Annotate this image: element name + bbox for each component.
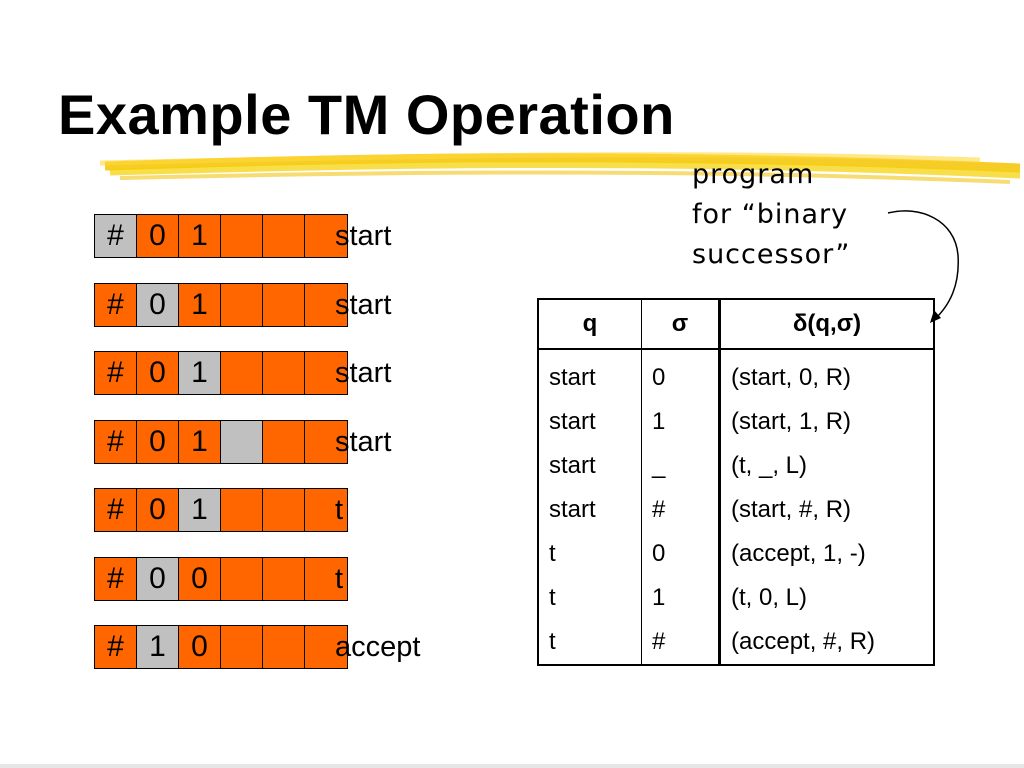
tape-cell [221, 215, 263, 257]
tape-cell [221, 352, 263, 394]
table-header-row: q σ δ(q,σ) [538, 299, 934, 350]
tape-head-cell: # [95, 215, 137, 257]
tape-cell [263, 626, 305, 668]
tape-cell: # [95, 352, 137, 394]
tape-cell [221, 626, 263, 668]
tape-cell: # [95, 420, 137, 463]
tape-cell: # [95, 557, 137, 600]
tape-cell: 0 [179, 557, 221, 600]
table-row: start# (start, #, R) [538, 488, 934, 532]
tape-cell: 1 [179, 283, 221, 326]
table-row: start_ (t, _, L) [538, 444, 934, 488]
table-row: t# (accept, #, R) [538, 620, 934, 665]
caption-line: for “binary [692, 199, 849, 230]
cell-symbol: 1 [641, 576, 721, 620]
cell-symbol: _ [641, 444, 721, 488]
tape-cell [263, 489, 305, 531]
tape-cell [221, 557, 263, 600]
tape-cell [305, 626, 347, 668]
cell-transition: (t, 0, L) [731, 584, 808, 611]
cell-state: t [538, 576, 642, 620]
header-transition: δ(q,σ) [719, 299, 934, 350]
tape-cell [263, 283, 305, 326]
tape-cell [305, 557, 347, 600]
cell-symbol: # [641, 488, 721, 532]
header-state: q [538, 299, 642, 350]
cell-transition: (t, _, L) [731, 452, 808, 479]
cell-symbol: 1 [641, 400, 721, 444]
tape-cell: 1 [179, 420, 221, 463]
caption-line: successor” [692, 239, 851, 270]
tape-head-cell: 0 [137, 283, 179, 326]
tape-cell [305, 352, 347, 394]
tape-cell: 0 [137, 489, 179, 531]
cell-transition: (accept, 1, -) [731, 540, 866, 567]
page-title: Example TM Operation [58, 83, 675, 146]
cell-state: start [538, 488, 642, 532]
tape-cell [305, 215, 347, 257]
title-highlight-stroke [99, 152, 1021, 184]
tape-head-cell: 1 [137, 626, 179, 668]
tape-cell: 1 [179, 215, 221, 257]
cell-transition: (start, 0, R) [731, 364, 852, 391]
tape-cell: # [95, 283, 137, 326]
cell-state: t [538, 532, 642, 576]
caption-line: program [692, 159, 815, 190]
tape-head-cell: 1 [179, 352, 221, 394]
cell-transition: (start, #, R) [731, 496, 852, 523]
machine-state-label: start [335, 357, 392, 389]
cell-state: start [538, 400, 642, 444]
tape-cell: 0 [137, 215, 179, 257]
cell-state: start [538, 444, 642, 488]
tape-cell [263, 420, 305, 463]
tape-head-cell: 0 [137, 557, 179, 600]
tape-cell [263, 352, 305, 394]
tape-cell [263, 557, 305, 600]
cell-symbol: 0 [641, 349, 721, 400]
machine-state-label: start [335, 288, 392, 321]
tape-head-cell: 1 [179, 489, 221, 531]
tape-cell: 0 [179, 626, 221, 668]
machine-state-label: accept [335, 631, 421, 663]
machine-state-label: t [335, 494, 344, 526]
tape-cell: # [95, 626, 137, 668]
cell-transition: (accept, #, R) [731, 628, 876, 655]
tape-cell: # [95, 489, 137, 531]
cell-symbol: # [641, 620, 721, 665]
machine-state-label: t [335, 562, 344, 595]
tape-cell [263, 215, 305, 257]
tape-cell: 0 [137, 420, 179, 463]
tape-cell [305, 420, 347, 463]
cell-state: t [538, 620, 642, 665]
cell-transition: (start, 1, R) [731, 408, 852, 435]
tape-cell [221, 489, 263, 531]
machine-state-label: start [335, 425, 392, 458]
tape-head-cell [221, 420, 263, 463]
cell-state: start [538, 349, 642, 400]
tape-cell [305, 489, 347, 531]
cell-symbol: 0 [641, 532, 721, 576]
header-symbol: σ [641, 299, 721, 350]
tape-cell [221, 283, 263, 326]
tape-cell: 0 [137, 352, 179, 394]
machine-state-label: start [335, 220, 392, 252]
program-caption: program for “binary successor” [692, 155, 850, 275]
tape-cell [305, 283, 347, 326]
bottom-divider [0, 764, 1024, 768]
